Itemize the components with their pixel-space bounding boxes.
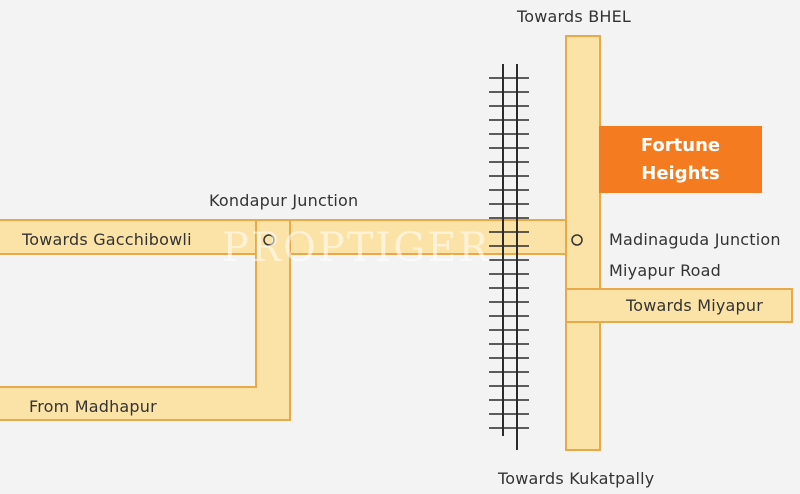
label-madinaguda-junction: Madinaguda Junction — [609, 230, 781, 249]
label-from-madhapur: From Madhapur — [29, 397, 157, 416]
road-seam-cover-3 — [567, 221, 599, 253]
railway-track — [489, 64, 529, 450]
watermark: PROPTIGER — [222, 225, 491, 271]
label-towards-gacchibowli: Towards Gacchibowli — [22, 230, 192, 249]
road-seam-cover-4 — [567, 290, 600, 321]
kondapur-junction-marker — [263, 234, 275, 246]
road-madhapur — [0, 386, 291, 421]
label-miyapur-road: Miyapur Road — [609, 261, 722, 280]
label-towards-kukatpally: Towards Kukatpally — [498, 469, 655, 488]
destination-name-line2: Heights — [641, 162, 720, 184]
madinaguda-junction-marker — [571, 234, 583, 246]
destination-name-line1: Fortune — [640, 134, 721, 156]
destination-marker-fortune-heights: Fortune Heights — [599, 126, 762, 193]
road-seam-cover-2 — [257, 386, 289, 419]
label-kondapur-junction: Kondapur Junction — [209, 191, 359, 210]
label-towards-miyapur: Towards Miyapur — [626, 296, 764, 315]
label-towards-bhel: Towards BHEL — [517, 7, 632, 26]
road-miyapur — [565, 288, 793, 323]
